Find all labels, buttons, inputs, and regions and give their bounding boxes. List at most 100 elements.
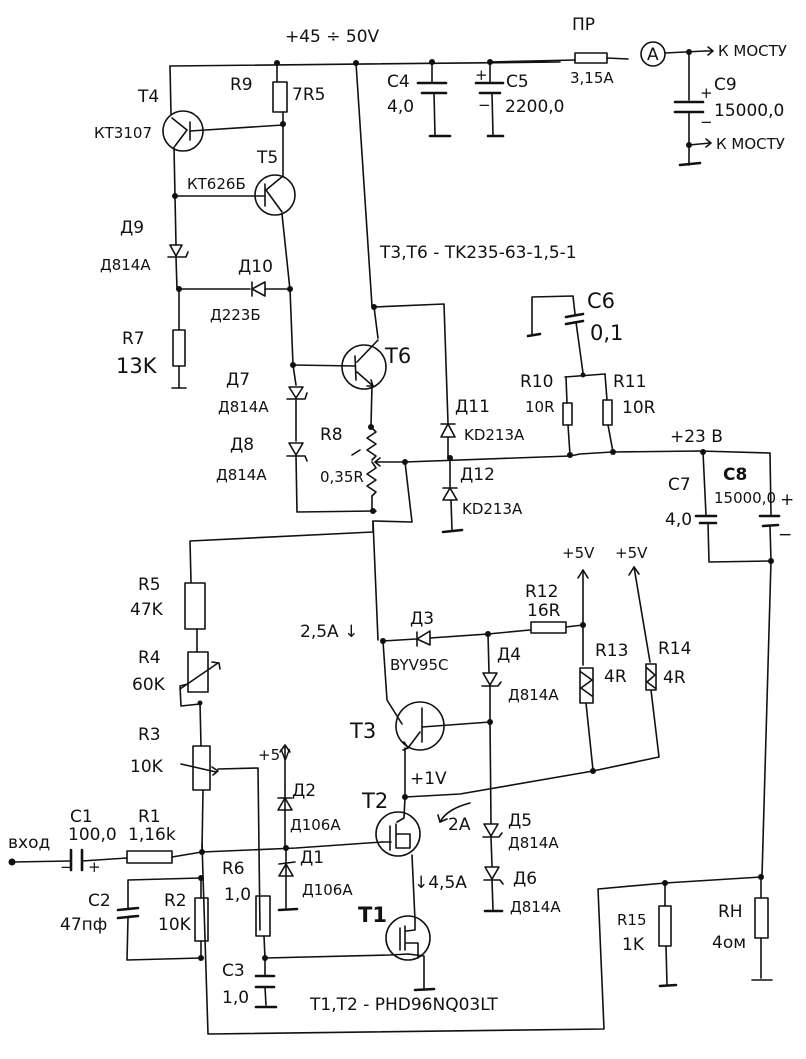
c1-ref: C1 bbox=[70, 807, 93, 827]
c3-ref: C3 bbox=[222, 961, 245, 981]
d2-type: Д106А bbox=[290, 816, 341, 834]
r1-value: 1,16k bbox=[128, 825, 176, 845]
r5-value: 47K bbox=[130, 600, 164, 620]
capacitor-c6: C6 0,1 bbox=[526, 289, 623, 374]
c1-value: 100,0 bbox=[68, 825, 117, 845]
t4-type: КТ3107 bbox=[94, 124, 152, 142]
transistor-t1: T1 bbox=[358, 903, 436, 992]
zener-d4: Д4 Д814А bbox=[481, 633, 559, 723]
d6-type: Д814А bbox=[510, 898, 561, 916]
bias-chain: R5 47K R4 60K R3 10K bbox=[130, 520, 374, 931]
t5-type: КТ626Б bbox=[187, 175, 246, 193]
r1-ref: R1 bbox=[138, 807, 161, 827]
resistor-rh: RH 4ом bbox=[712, 876, 773, 981]
d8-ref: Д8 bbox=[230, 435, 254, 455]
transistor-t4: T4 КТ3107 bbox=[94, 65, 284, 197]
input-stage: вход C1 100,0 − + R1 1,16k bbox=[8, 807, 383, 876]
transistor-t2: T2 2A ↓4,5A bbox=[361, 789, 471, 921]
r6-value: 1,0 bbox=[224, 885, 251, 905]
input-label: вход bbox=[8, 833, 50, 853]
c8-value: 15000,0 bbox=[714, 489, 776, 507]
plus5v-d2: +5V bbox=[258, 746, 291, 764]
d12-type: KD213A bbox=[462, 500, 523, 518]
d11-ref: Д11 bbox=[455, 397, 490, 417]
t3-current: 2,5A ↓ bbox=[300, 622, 358, 642]
d7-ref: Д7 bbox=[226, 370, 250, 390]
d4-type: Д814А bbox=[508, 686, 559, 704]
plus5v-r13: +5V bbox=[562, 544, 595, 562]
resistor-r14: +5V R14 4R bbox=[592, 544, 691, 772]
d3-ref: Д3 bbox=[410, 609, 434, 629]
c2-value: 47пф bbox=[60, 915, 107, 935]
r13-ref: R13 bbox=[595, 641, 628, 661]
transistor-t5: T5 КТ626Б bbox=[172, 148, 296, 291]
d5-type: Д814А bbox=[508, 834, 559, 852]
diode-d11: Д11 KD213A bbox=[373, 303, 525, 459]
c8-ref: C8 bbox=[723, 465, 747, 485]
rail-23v-label: +23 B bbox=[670, 427, 723, 447]
d4-ref: Д4 bbox=[497, 645, 521, 665]
resistor-r13: +5V R13 4R bbox=[562, 544, 628, 774]
ammeter: A bbox=[640, 41, 706, 67]
c6-value: 0,1 bbox=[590, 321, 623, 345]
d1-ref: Д1 bbox=[300, 848, 324, 868]
d12-ref: Д12 bbox=[460, 465, 495, 485]
r14-ref: R14 bbox=[658, 639, 691, 659]
diodes-d1-d2: +5V Д2 Д106А Д1 Д106А bbox=[258, 744, 353, 912]
d11-type: KD213A bbox=[464, 426, 525, 444]
capacitor-c2-resistor-r2: C2 47пф R2 10K bbox=[60, 875, 209, 961]
diode-d3: Д3 BYV95C bbox=[382, 609, 531, 674]
fuse-ref: ПР bbox=[572, 15, 595, 35]
resistor-r9: R9 7R5 bbox=[230, 62, 325, 176]
transistor-t6: T6 bbox=[292, 62, 411, 426]
c5-value: 2200,0 bbox=[505, 97, 564, 117]
r10-value: 10R bbox=[525, 398, 555, 416]
c1-plus: + bbox=[88, 858, 101, 876]
r9-ref: R9 bbox=[230, 75, 253, 95]
c7-ref: C7 bbox=[668, 475, 691, 495]
c4-value: 4,0 bbox=[387, 97, 414, 117]
capacitor-c4: C4 4,0 bbox=[387, 61, 452, 138]
c5-minus: − bbox=[478, 96, 491, 114]
d5-ref: Д5 bbox=[508, 811, 532, 831]
plus5v-r14: +5V bbox=[615, 544, 648, 562]
r3-value: 10K bbox=[130, 757, 164, 777]
capacitors-c7-c8: C7 4,0 C8 15000,0 + − bbox=[665, 451, 794, 564]
t3-t6-note: T3,T6 - TK235-63-1,5-1 bbox=[379, 243, 577, 263]
zeners-d5-d6: Д5 Д814А Д6 Д814А bbox=[482, 721, 561, 916]
r8-value: 0,35R bbox=[320, 468, 364, 486]
c5-plus: + bbox=[475, 66, 488, 84]
rh-ref: RH bbox=[718, 902, 743, 922]
d3-type: BYV95C bbox=[390, 656, 448, 674]
resistors-r10-r11: R10 10R R11 10R bbox=[520, 372, 656, 456]
resistor-r15: R15 1K bbox=[617, 880, 678, 988]
rh-value: 4ом bbox=[712, 933, 746, 953]
r4-value: 60K bbox=[132, 675, 166, 695]
d1-type: Д106А bbox=[302, 881, 353, 899]
to-bridge-top: К МОСТУ bbox=[718, 42, 787, 60]
t5-ref: T5 bbox=[256, 148, 278, 168]
diode-d10: Д10 Д223Б bbox=[176, 257, 293, 324]
c1-minus: − bbox=[60, 858, 73, 876]
d7-type: Д814А bbox=[218, 398, 269, 416]
r15-ref: R15 bbox=[617, 911, 647, 929]
r7-ref: R7 bbox=[122, 329, 145, 349]
r11-value: 10R bbox=[622, 398, 656, 418]
r15-value: 1K bbox=[622, 935, 645, 955]
r8-ref: R8 bbox=[320, 425, 343, 445]
d6-ref: Д6 bbox=[513, 869, 537, 889]
c9-plus: + bbox=[700, 84, 713, 102]
c4-ref: C4 bbox=[387, 72, 410, 92]
r13-value: 4R bbox=[604, 667, 627, 687]
t2-current: 2A bbox=[448, 815, 471, 835]
r7-value: 13K bbox=[116, 354, 158, 378]
t3-ref: T3 bbox=[349, 719, 376, 743]
c9-value: 15000,0 bbox=[714, 101, 784, 121]
resistor-r12: R12 16R bbox=[525, 582, 586, 634]
c5-ref: C5 bbox=[506, 72, 529, 92]
c9-ref: C9 bbox=[714, 75, 737, 95]
resistor-r8: R8 0,35R bbox=[320, 424, 413, 523]
capacitor-c5: + − C5 2200,0 bbox=[474, 61, 564, 138]
t1-ref: T1 bbox=[358, 903, 387, 927]
